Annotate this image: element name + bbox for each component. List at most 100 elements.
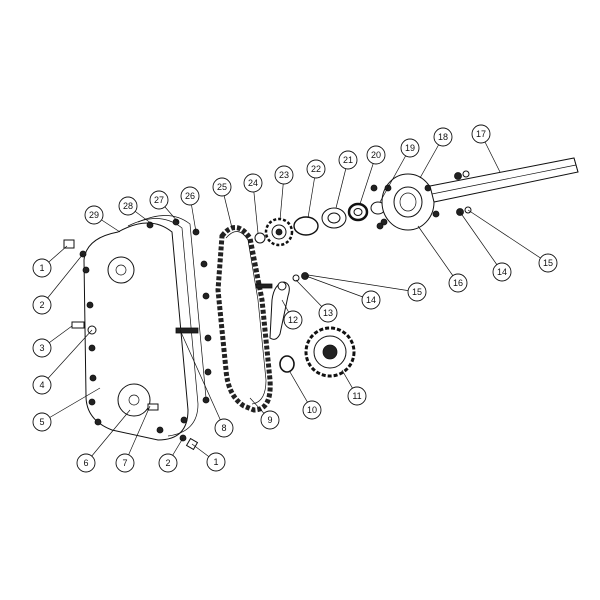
- callout-c13: 13: [318, 303, 338, 323]
- callout-c29: 29: [84, 205, 104, 225]
- callout-circle: [243, 173, 263, 193]
- bearing-housing-16: [380, 173, 440, 231]
- roller-chain: [215, 225, 273, 413]
- nuts-and-washers: [292, 170, 472, 282]
- small-sprocket-23: [264, 217, 294, 247]
- callout-c6: 6: [76, 453, 96, 473]
- callout-number: 12: [288, 315, 298, 325]
- callout-circle: [32, 338, 52, 358]
- callout-circle: [302, 400, 322, 420]
- callout-c17: 17: [471, 124, 491, 144]
- callout-circle: [158, 453, 178, 473]
- callout-circle: [448, 273, 468, 293]
- callout-circle: [366, 145, 386, 165]
- callout-number: 19: [405, 143, 415, 153]
- callout-circle: [283, 310, 303, 330]
- callout-number: 3: [39, 343, 44, 353]
- callout-circle: [338, 150, 358, 170]
- callout-circle: [32, 375, 52, 395]
- callout-circle: [149, 190, 169, 210]
- callout-circle: [471, 124, 491, 144]
- callout-circle: [32, 412, 52, 432]
- callout-c4: 4: [32, 375, 52, 395]
- callout-c15b: 15: [538, 253, 558, 273]
- leader-line-c7: [124, 405, 151, 464]
- callout-c11: 11: [347, 386, 367, 406]
- callout-number: 6: [83, 458, 88, 468]
- callout-c25: 25: [212, 177, 232, 197]
- callout-number: 29: [89, 210, 99, 220]
- callout-number: 5: [39, 417, 44, 427]
- drive-shaft-17: [429, 157, 579, 203]
- leader-line-c8: [179, 329, 225, 429]
- case-bolts: [82, 218, 212, 434]
- callout-number: 15: [543, 258, 553, 268]
- leader-line-c15b: [467, 209, 549, 264]
- callout-c8: 8: [214, 418, 234, 438]
- callout-number: 9: [267, 415, 272, 425]
- callout-circle: [212, 177, 232, 197]
- circlip-22: [293, 216, 319, 236]
- large-sprocket-11: [304, 326, 356, 378]
- chain-case-housing: [83, 215, 207, 441]
- callout-circle: [361, 290, 381, 310]
- callout-c14a: 14: [361, 290, 381, 310]
- callout-c15a: 15: [407, 282, 427, 302]
- callout-c10: 10: [302, 400, 322, 420]
- callout-c27: 27: [149, 190, 169, 210]
- callout-c20: 20: [366, 145, 386, 165]
- callout-number: 26: [185, 191, 195, 201]
- callout-number: 1: [213, 457, 218, 467]
- callout-number: 25: [217, 182, 227, 192]
- leader-line-c19: [379, 147, 411, 203]
- callout-number: 10: [307, 405, 317, 415]
- callout-c9: 9: [260, 410, 280, 430]
- callout-number: 4: [39, 380, 44, 390]
- callout-circle: [492, 262, 512, 282]
- callout-number: 28: [123, 201, 133, 211]
- callout-circle: [318, 303, 338, 323]
- callout-number: 16: [453, 278, 463, 288]
- callout-c3: 3: [32, 338, 52, 358]
- callout-number: 7: [122, 458, 127, 468]
- callout-c12: 12: [283, 310, 303, 330]
- callout-c23: 23: [274, 165, 294, 185]
- callout-c28: 28: [118, 196, 138, 216]
- callout-number: 2: [165, 458, 170, 468]
- bolt-and-washer-parts: [63, 239, 199, 451]
- callout-circle: [407, 282, 427, 302]
- callout-number: 8: [221, 423, 226, 433]
- callout-circle: [306, 159, 326, 179]
- callout-circle: [400, 138, 420, 158]
- callout-number: 20: [371, 150, 381, 160]
- callout-circle: [32, 258, 52, 278]
- tensioner-arm-12: [255, 281, 290, 340]
- callout-number: 11: [352, 391, 361, 401]
- callout-number: 17: [476, 129, 486, 139]
- callout-number: 1: [39, 263, 44, 273]
- callout-c21: 21: [338, 150, 358, 170]
- callout-c18: 18: [433, 127, 453, 147]
- callout-number: 22: [311, 164, 321, 174]
- callout-circle: [347, 386, 367, 406]
- leader-line-c4: [41, 329, 93, 386]
- callout-circle: [538, 253, 558, 273]
- callout-c2b: 2: [158, 453, 178, 473]
- callout-circle: [206, 452, 226, 472]
- callout-number: 21: [343, 155, 353, 165]
- callout-circle: [274, 165, 294, 185]
- spacer-24: [254, 232, 266, 244]
- callout-number: 14: [497, 267, 507, 277]
- callout-c2a: 2: [32, 295, 52, 315]
- callout-circle: [180, 186, 200, 206]
- callout-circle: [260, 410, 280, 430]
- bearing-21: [321, 207, 347, 229]
- callout-circle: [433, 127, 453, 147]
- circlip-10: [279, 355, 295, 373]
- callout-c26: 26: [180, 186, 200, 206]
- leader-line-c14a: [305, 275, 372, 301]
- leader-line-c15a: [307, 274, 418, 293]
- callout-c7: 7: [115, 453, 135, 473]
